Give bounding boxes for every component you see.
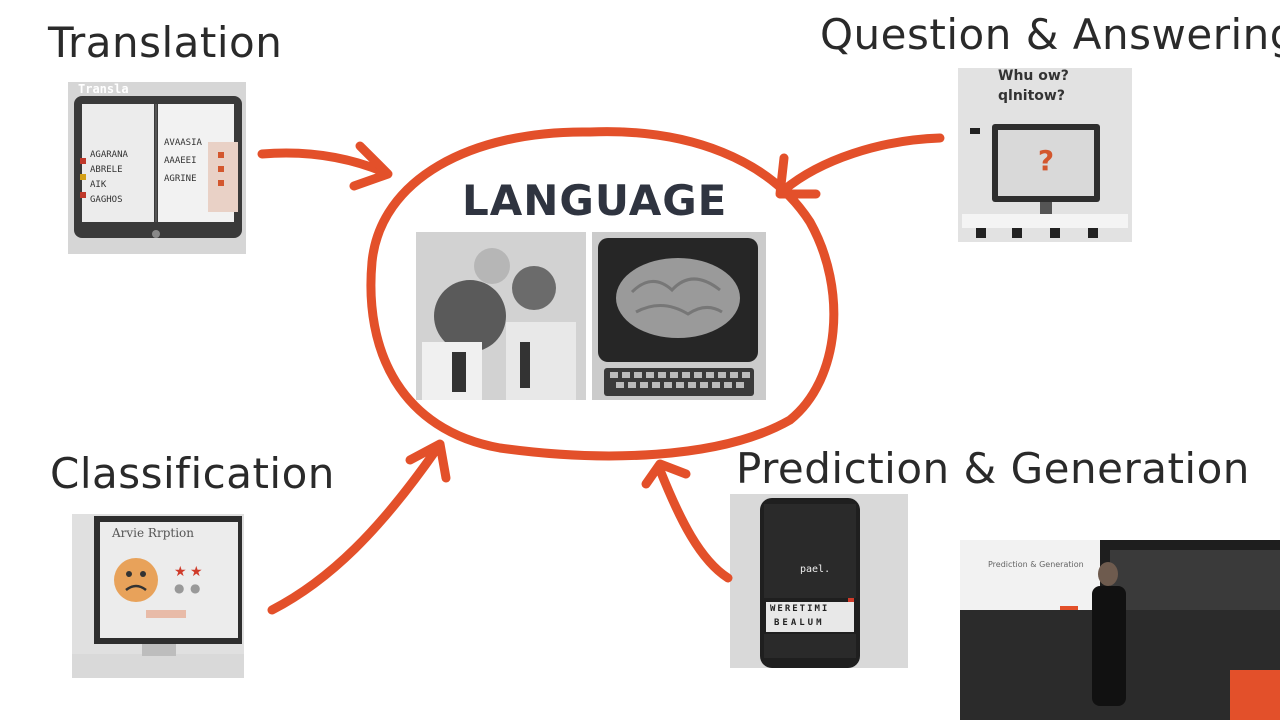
brain-computer-image	[592, 232, 766, 400]
svg-text:●: ●	[174, 581, 184, 595]
translation-source-line: GAGHOS	[90, 195, 123, 205]
translation-source-line: ABRELE	[90, 165, 123, 175]
translation-image: Transla AGARANA ABRELE AIK GAGHOS AVAASI…	[68, 82, 246, 254]
arrowhead-translation	[349, 141, 393, 191]
arrow-from-classification	[267, 445, 441, 615]
svg-text:●: ●	[190, 581, 200, 595]
arrow-from-qa	[779, 133, 945, 195]
arrowhead-prediction	[641, 459, 691, 489]
prediction-word-text: pael.	[800, 564, 831, 575]
arrowhead-qa	[775, 153, 821, 199]
arrowhead-classification	[405, 439, 451, 483]
language-circle	[366, 127, 839, 461]
prediction-image: pael. WERETIMI BEALUM	[730, 494, 908, 668]
people-image	[416, 232, 586, 400]
translation-target-text: AVAASIA AAAEEI AGRINE	[164, 134, 202, 188]
question-answering-label: Question & Answering	[820, 10, 1280, 59]
arrow-from-translation	[257, 148, 389, 177]
keyboard-row: WERETIMI	[770, 604, 830, 614]
classification-title-text: Arvie Rrption	[112, 526, 195, 540]
keyboard-row: BEALUM	[774, 618, 825, 628]
translation-source-text: AGARANA ABRELE AIK GAGHOS	[90, 148, 128, 208]
translation-heading-text: Transla	[78, 82, 129, 96]
translation-source-line: AIK	[90, 180, 107, 190]
classification-image: ★ ★ ● ● Arvie Rrption	[72, 514, 244, 678]
translation-source-line: AGARANA	[90, 150, 128, 160]
translation-target-line: AVAASIA	[164, 138, 202, 148]
translation-target-line: AAAEEI	[164, 156, 197, 166]
translation-target-line: AGRINE	[164, 174, 197, 184]
lecturer-video-inset: Prediction & Generation	[960, 540, 1280, 720]
qa-question-line: Whu ow?	[998, 68, 1069, 84]
center-title: LANGUAGE	[462, 176, 728, 225]
svg-text:?: ?	[1038, 144, 1054, 177]
svg-text:★: ★	[190, 564, 203, 580]
arrow-from-prediction	[655, 465, 733, 583]
svg-text:★: ★	[174, 564, 187, 580]
qa-question-line: qlnitow?	[998, 88, 1065, 104]
classification-label: Classification	[50, 449, 335, 498]
translation-label: Translation	[48, 18, 283, 67]
video-caption-text: Prediction & Generation	[988, 560, 1084, 569]
prediction-generation-label: Prediction & Generation	[736, 444, 1250, 493]
question-answering-image: ? Whu ow? qlnitow?	[958, 68, 1132, 242]
